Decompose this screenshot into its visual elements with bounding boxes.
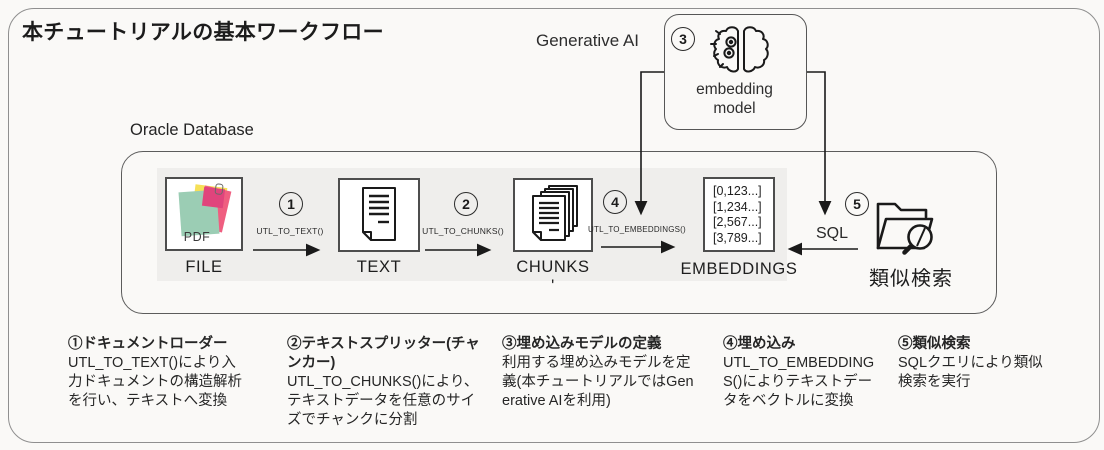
generative-ai-label: Generative AI <box>536 31 640 50</box>
step-2-number: 2 <box>462 196 470 212</box>
outer-frame <box>8 8 1100 443</box>
embedding-model-box <box>664 14 807 130</box>
step-1-number: 1 <box>287 196 295 212</box>
note-5: ⑤類似検索 SQLクエリにより類似検索を実行 <box>898 335 1050 392</box>
file-label: FILE <box>185 258 223 276</box>
note-3-body: 利用する埋め込みモデルを定義(本チュートリアルではGenerative AIを利… <box>502 355 694 409</box>
note-5-body: SQLクエリにより類似検索を実行 <box>898 355 1043 390</box>
text-box <box>338 178 420 252</box>
embeddings-label: EMBEDDINGS <box>680 260 798 278</box>
note-4: ④埋め込み UTL_TO_EMBEDDINGS()によりテキストデータをベクトル… <box>723 335 883 411</box>
step-5-circle: 5 <box>845 192 869 216</box>
note-2: ②テキストスプリッター(チャンカー) UTL_TO_CHUNKS()により、テキ… <box>287 335 489 430</box>
pdf-icon-text: PDF <box>183 230 211 244</box>
vector-row: [1,234...] <box>713 199 762 214</box>
oracle-database-label: Oracle Database <box>130 121 254 139</box>
utl-to-embeddings-label: UTL_TO_EMBEDDINGS() <box>588 225 686 234</box>
utl-to-text-label: UTL_TO_TEXT() <box>256 226 324 236</box>
embedding-caption-line1: embedding <box>696 81 773 98</box>
embedding-caption-line2: model <box>713 100 756 117</box>
vector-row: [0,123...] <box>713 184 762 198</box>
vector-row: [2,567...] <box>713 215 762 229</box>
similarity-search-label: 類似検索 <box>869 268 953 290</box>
step-2-circle: 2 <box>454 192 478 216</box>
text-label: TEXT <box>356 258 402 276</box>
step-4-circle: 4 <box>603 190 627 214</box>
note-3: ③埋め込みモデルの定義 利用する埋め込みモデルを定義(本チュートリアルではGen… <box>502 335 694 411</box>
step-4-number: 4 <box>611 194 619 210</box>
embedding-vectors: [0,123...] [1,234...] [2,567...] [3,789.… <box>703 184 775 246</box>
vector-row: [3,789...] <box>713 230 762 245</box>
note-5-heading: ⑤類似検索 <box>898 336 971 352</box>
document-icon <box>362 187 396 241</box>
note-2-heading: ②テキストスプリッター(チャンカー) <box>287 336 480 371</box>
embeddings-box <box>703 177 775 252</box>
page-title: 本チュートリアルの基本ワークフロー <box>22 21 384 44</box>
chunks-icon <box>532 185 578 241</box>
chunks-box <box>513 178 593 252</box>
chunks-label: CHUNKS ' <box>516 258 590 295</box>
note-1: ①ドキュメントローダー UTL_TO_TEXT()により入力ドキュメントの構造解… <box>68 335 242 411</box>
oracle-database-box <box>121 151 997 314</box>
brain-icon <box>710 26 769 73</box>
utl-to-chunks-label: UTL_TO_CHUNKS() <box>422 226 504 236</box>
pdf-sticky-note <box>201 183 226 209</box>
paperclip-icon <box>214 183 224 196</box>
sql-label: SQL <box>815 225 848 242</box>
note-1-body: UTL_TO_TEXT()により入力ドキュメントの構造解析を行い、テキストへ変換 <box>68 355 242 409</box>
step-5-number: 5 <box>853 196 861 212</box>
note-4-heading: ④埋め込み <box>723 336 796 352</box>
note-1-heading: ①ドキュメントローダー <box>68 336 228 352</box>
step-3-circle: 3 <box>671 27 695 51</box>
similarity-search-icon <box>876 202 934 255</box>
file-box: PDF <box>165 177 243 251</box>
icon-strip-background <box>157 168 787 281</box>
note-3-heading: ③埋め込みモデルの定義 <box>502 336 662 352</box>
step-1-circle: 1 <box>279 192 303 216</box>
note-2-body: UTL_TO_CHUNKS()により、テキストデータを任意のサイズでチャンクに分… <box>287 374 479 428</box>
note-4-body: UTL_TO_EMBEDDINGS()によりテキストデータをベクトルに変換 <box>723 355 875 409</box>
step-3-number: 3 <box>679 31 687 47</box>
